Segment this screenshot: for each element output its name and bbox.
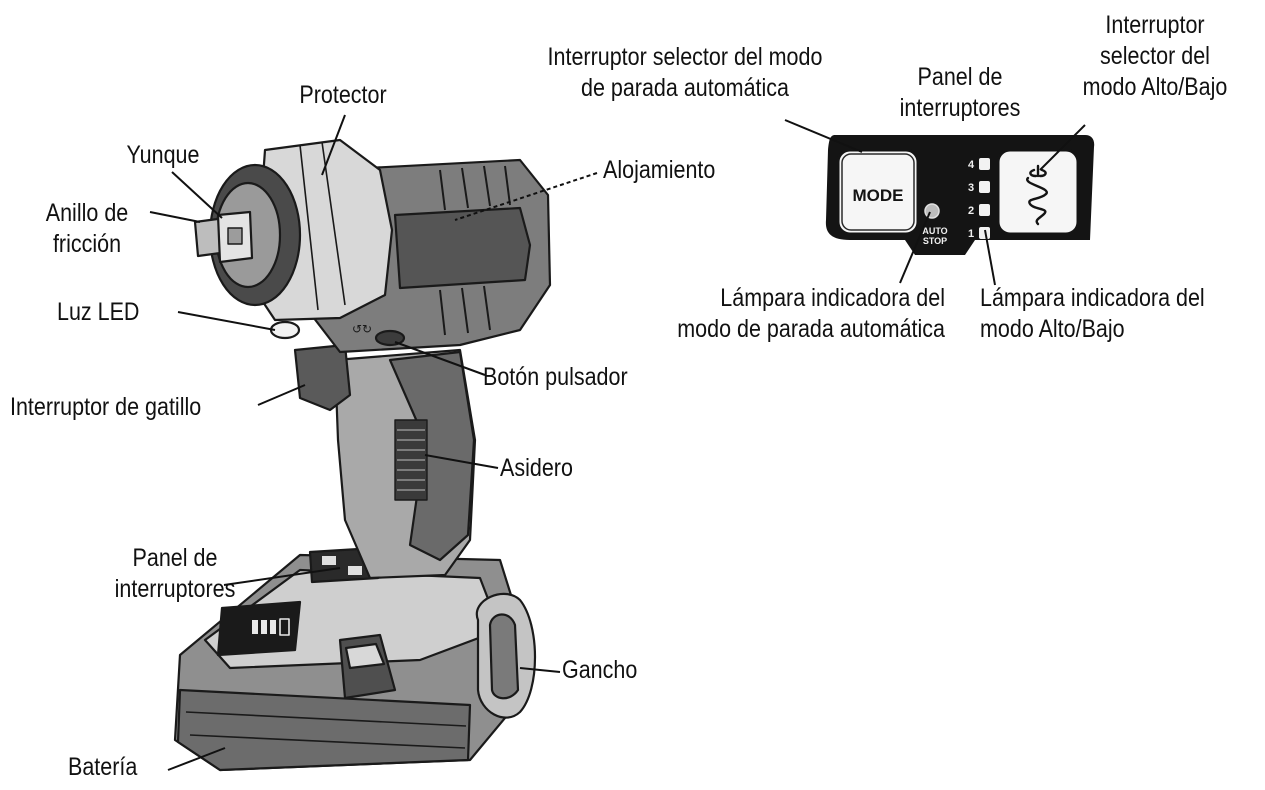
leader-yunque [172,172,222,218]
level-lamp [979,158,990,170]
level-lamp [979,181,990,193]
level-lamp-number: 2 [968,205,974,217]
leader-luz-led [178,312,275,330]
level-lamp-number: 1 [968,228,974,240]
label-yunque: Yunque [111,140,214,171]
label-luz-led: Luz LED [57,297,139,328]
label-lampara-parada-automatica: Lámpara indicadora del modo de parada au… [666,283,946,345]
housing-window [395,208,530,288]
label-panel-de-interruptores-base: Panel de interruptores [106,543,244,605]
label-gancho: Gancho [562,655,637,686]
mode-button-label: MODE [853,186,904,205]
level-lamp [979,204,990,216]
label-protector: Protector [291,80,394,111]
label-alojamiento: Alojamiento [603,155,715,186]
impact-wrench-illustration: ↺↻ [175,140,550,770]
alto-bajo-button [998,150,1078,234]
auto-stop-lamp [925,204,939,218]
label-selector-parada-automatica: Interruptor selector del modo de parada … [504,42,865,104]
level-lamp [979,227,990,239]
auto-stop-label-1: AUTO [922,226,947,236]
label-lampara-alto-bajo: Lámpara indicadora del modo Alto/Bajo [980,283,1205,345]
auto-stop-label-2: STOP [923,236,947,246]
label-asidero: Asidero [500,453,573,484]
level-lamp-number: 4 [968,159,975,171]
label-boton-pulsador: Botón pulsador [483,362,628,393]
label-anillo-de-friccion: Anillo de fricción [31,198,143,260]
led-light [271,322,299,338]
battery-charge-indicator [218,602,300,655]
svg-text:↺↻: ↺↻ [352,322,372,336]
battery-front-face [178,690,470,770]
label-bateria: Batería [68,752,137,783]
switch-panel-closeup: MODE AUTO STOP 4 3 2 1 [826,135,1094,255]
label-interruptor-de-gatillo: Interruptor de gatillo [10,392,201,423]
label-selector-alto-bajo: Interruptor selector del modo Alto/Bajo [1069,10,1241,103]
label-panel-de-interruptores-top: Panel de interruptores [891,62,1029,124]
trigger-switch [295,345,350,410]
level-lamp-number: 3 [968,182,974,194]
leader-gatillo [258,385,305,405]
leader-anillo [150,212,200,222]
